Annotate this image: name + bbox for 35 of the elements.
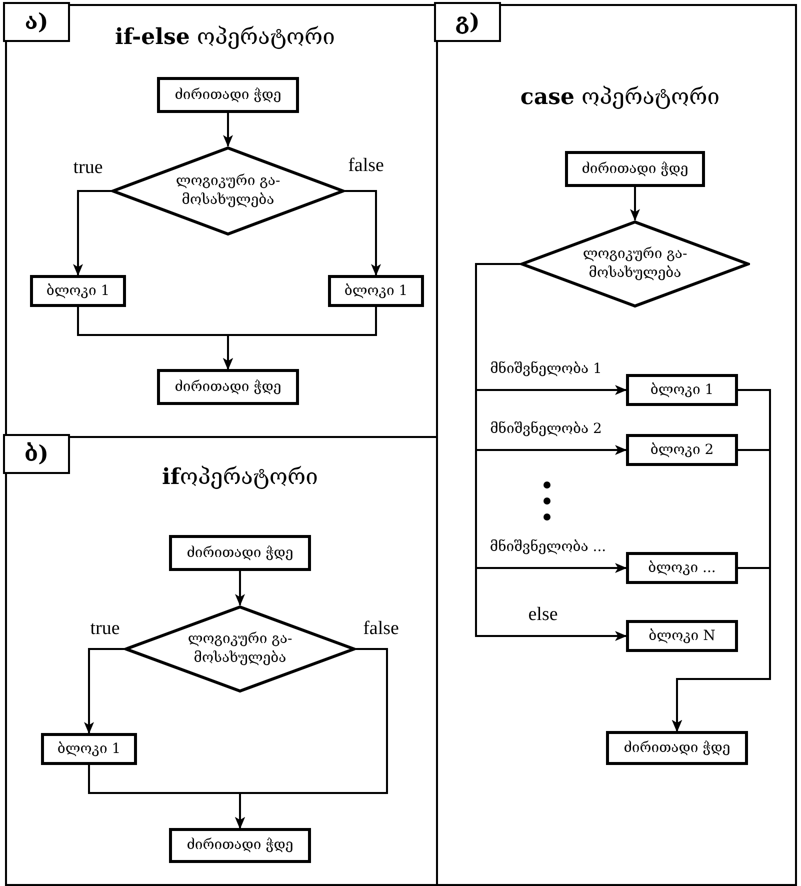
- arrow: [235, 571, 245, 606]
- process-box: ძირითადი ჭდე: [157, 77, 299, 113]
- decision-diamond: ლოგიკური გა- მოსახულება: [111, 146, 345, 236]
- process-box: ძირითადი ჭდე: [565, 151, 705, 187]
- panel-tag: გ): [434, 2, 501, 42]
- process-box: ბლოკი 1: [328, 275, 424, 307]
- arrow: [84, 648, 124, 734]
- arrow: [235, 648, 388, 829]
- panel-tag: ბ): [3, 434, 70, 474]
- process-box: ბლოკი N: [626, 620, 738, 652]
- process-box: ბლოკი 2: [626, 434, 738, 466]
- arrow: [73, 190, 111, 276]
- arrow: [223, 113, 233, 147]
- arrow: [223, 307, 377, 370]
- process-box: ძირითადი ჭდე: [606, 731, 748, 765]
- arrow: [345, 190, 381, 276]
- process-box: ძირითადი ჭდე: [169, 535, 311, 571]
- process-box: ძირითადი ჭდე: [157, 369, 299, 405]
- arrow: [475, 263, 627, 641]
- process-box: ბლოკი 1: [30, 275, 126, 307]
- decision-diamond: ლოგიკური გა- მოსახულება: [520, 220, 750, 308]
- panel-frame: [5, 436, 438, 886]
- panel-title: case ოპერატორი: [520, 84, 720, 112]
- arrow: [630, 187, 640, 221]
- decision-diamond: ლოგიკური გა- მოსახულება: [124, 605, 356, 693]
- panel-tag: ა): [3, 2, 70, 42]
- panel-frame: [436, 4, 797, 886]
- panel-title: if-else ოპერატორი: [115, 24, 335, 52]
- edge-label: მნიშვნელობა 2: [488, 421, 604, 438]
- process-box: ძირითადი ჭდე: [169, 828, 311, 863]
- process-box: ბლოკი ...: [626, 552, 738, 584]
- process-box: ბლოკი 1: [626, 374, 738, 406]
- arrow: [672, 567, 771, 732]
- process-box: ბლოკი 1: [41, 733, 137, 765]
- panel-title: ifოპერატორი: [162, 464, 318, 492]
